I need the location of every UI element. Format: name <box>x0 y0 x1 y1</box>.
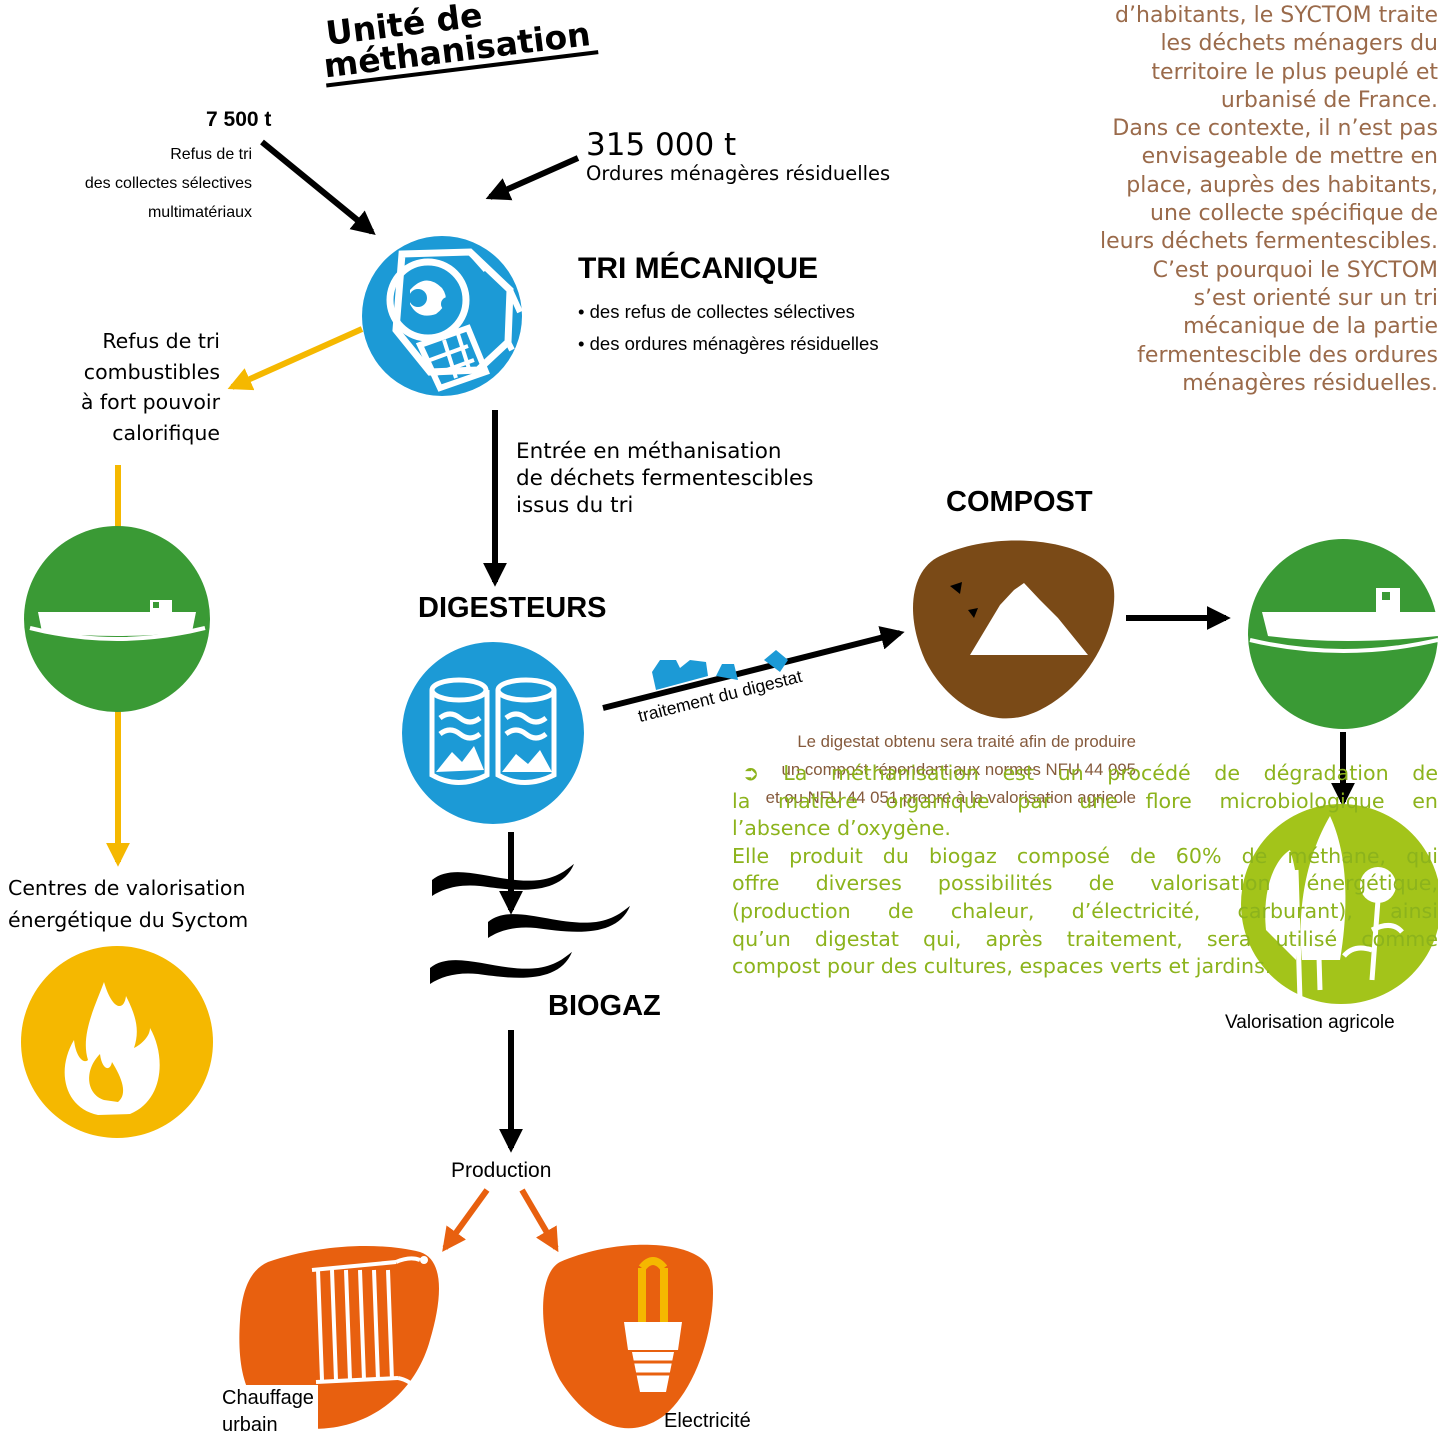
combustibles-line-2: combustibles <box>83 359 220 384</box>
digestat-note-line-2: un compost répondant aux normes NFU 44 0… <box>781 760 1136 779</box>
context-line-5: Dans ce contexte, il n’est pas <box>1112 116 1438 142</box>
digestat-note-line-1: Le digestat obtenu sera traité afin de p… <box>797 732 1136 751</box>
arrow-refus-to-tri <box>260 139 376 236</box>
omr-amount: 315 000 t <box>586 127 737 163</box>
tri-bullet-2: • des ordures ménagères résiduelles <box>578 333 879 354</box>
digestat-transport-shapes <box>652 650 788 690</box>
refus-description: Refus de tri des collectes sélectives mu… <box>30 140 252 227</box>
methanisation-line-1: ➲La méthanisation est un procédé de dégr… <box>742 761 1438 785</box>
context-line-13: fermentescible des ordures <box>1137 342 1438 368</box>
context-line-12: mécanique de la partie <box>1183 314 1438 340</box>
entree-line-3: issus du tri <box>516 493 634 518</box>
centres-label: Centres de valorisation énergétique du S… <box>8 872 249 936</box>
methanisation-line-5: offre diverses possibilités de valorisat… <box>732 871 1438 896</box>
production-label: Production <box>451 1159 552 1182</box>
digestat-note-line-3: et ou NFU 44 051 propre à la valorisatio… <box>765 788 1136 807</box>
arrow-omr-to-tri <box>485 155 580 201</box>
methanisation-paragraph: ➲La méthanisation est un procédé de dégr… <box>732 760 1438 981</box>
methanisation-line-4: Elle produit du biogaz composé de 60% de… <box>732 843 1438 868</box>
combustibles-line-3: à fort pouvoir <box>80 390 220 414</box>
arrow-production-to-electricite <box>519 1188 559 1253</box>
digester-tanks-icon <box>402 642 584 824</box>
entree-line-1: Entrée en méthanisation <box>516 439 782 464</box>
tri-bullet-1: • des refus de collectes sélectives <box>578 301 855 322</box>
chauffage-label: Chauffage urbain <box>222 1385 318 1439</box>
refus-amount: 7 500 t <box>206 108 272 131</box>
centres-line-2: énergétique du Syctom <box>8 908 249 932</box>
context-line-3: territoire le plus peuplé et <box>1151 59 1438 85</box>
context-line-8: une collecte spécifique de <box>1150 201 1438 227</box>
barge-icon-right <box>1248 539 1438 729</box>
combustibles-line-1: Refus de tri <box>102 329 220 353</box>
methanisation-line-6: (production de chaleur, d’électricité, c… <box>732 898 1438 923</box>
compost-title: COMPOST <box>946 486 1093 518</box>
refus-line-2: des collectes sélectives <box>84 175 252 192</box>
arrow-bullet-icon: ➲ <box>742 761 760 785</box>
digestat-note: Le digestat obtenu sera traité afin de p… <box>668 728 1136 812</box>
tri-mecanique-bullets: • des refus de collectes sélectives • de… <box>578 296 879 360</box>
context-line-11: s’est orienté sur un tri <box>1193 285 1438 311</box>
arrow-production-to-chauffage <box>442 1188 490 1252</box>
context-line-10: C’est pourquoi le SYCTOM <box>1152 257 1438 283</box>
biogas-waves-icon <box>430 864 630 984</box>
context-line-6: envisageable de mettre en <box>1141 144 1438 170</box>
refus-line-3: multimatériaux <box>147 204 252 221</box>
centres-line-1: Centres de valorisation <box>8 876 246 900</box>
arrow-digesteurs-to-compost <box>602 626 905 711</box>
methanisation-line-3: l’absence d’oxygène. <box>732 816 951 841</box>
digesteurs-title: DIGESTEURS <box>418 592 607 624</box>
context-line-2: les déchets ménagers du <box>1160 31 1438 57</box>
electricite-label: Electricité <box>664 1410 751 1432</box>
context-line-14: ménagères résiduelles. <box>1182 370 1438 396</box>
methanisation-line-2: la matière organique par une flore micro… <box>732 788 1438 813</box>
context-line-7: place, auprès des habitants, <box>1126 172 1438 198</box>
context-paragraph: d’habitants, le SYCTOM traite les déchet… <box>998 2 1438 398</box>
entree-line-2: de déchets fermentescibles <box>516 466 814 491</box>
omr-label: Ordures ménagères résiduelles <box>586 162 891 185</box>
light-bulb-icon <box>543 1244 713 1429</box>
context-line-9: leurs déchets fermentescibles. <box>1100 229 1438 255</box>
compost-heap-icon <box>913 540 1115 719</box>
flame-icon <box>21 946 213 1138</box>
crops-icon <box>1241 804 1438 1004</box>
valorisation-agricole-label: Valorisation agricole <box>1225 1012 1395 1033</box>
methanisation-line-8: compost pour des cultures, espaces verts… <box>732 954 1272 979</box>
tri-mecanique-title: TRI MÉCANIQUE <box>578 252 818 285</box>
barge-icon-left <box>24 526 210 712</box>
combustibles-line-4: calorifique <box>112 420 220 445</box>
chauffage-line-2: urbain <box>222 1414 278 1436</box>
chauffage-line-1: Chauffage <box>222 1387 314 1409</box>
context-line-1: d’habitants, le SYCTOM traite <box>1115 3 1438 28</box>
refus-combustibles-label: Refus de tri combustibles à fort pouvoir… <box>72 326 220 448</box>
methanisation-line-7: qu’un digestat qui, après traitement, se… <box>732 926 1438 951</box>
context-line-4: urbanisé de France. <box>1220 87 1438 113</box>
refus-line-1: Refus de tri <box>170 146 252 163</box>
biogaz-title: BIOGAZ <box>548 990 661 1022</box>
radiator-icon <box>239 1246 440 1429</box>
entree-label: Entrée en méthanisation de déchets ferme… <box>516 438 813 519</box>
arrow-tri-to-refus-combustibles <box>227 326 364 391</box>
trommel-icon <box>362 236 523 396</box>
